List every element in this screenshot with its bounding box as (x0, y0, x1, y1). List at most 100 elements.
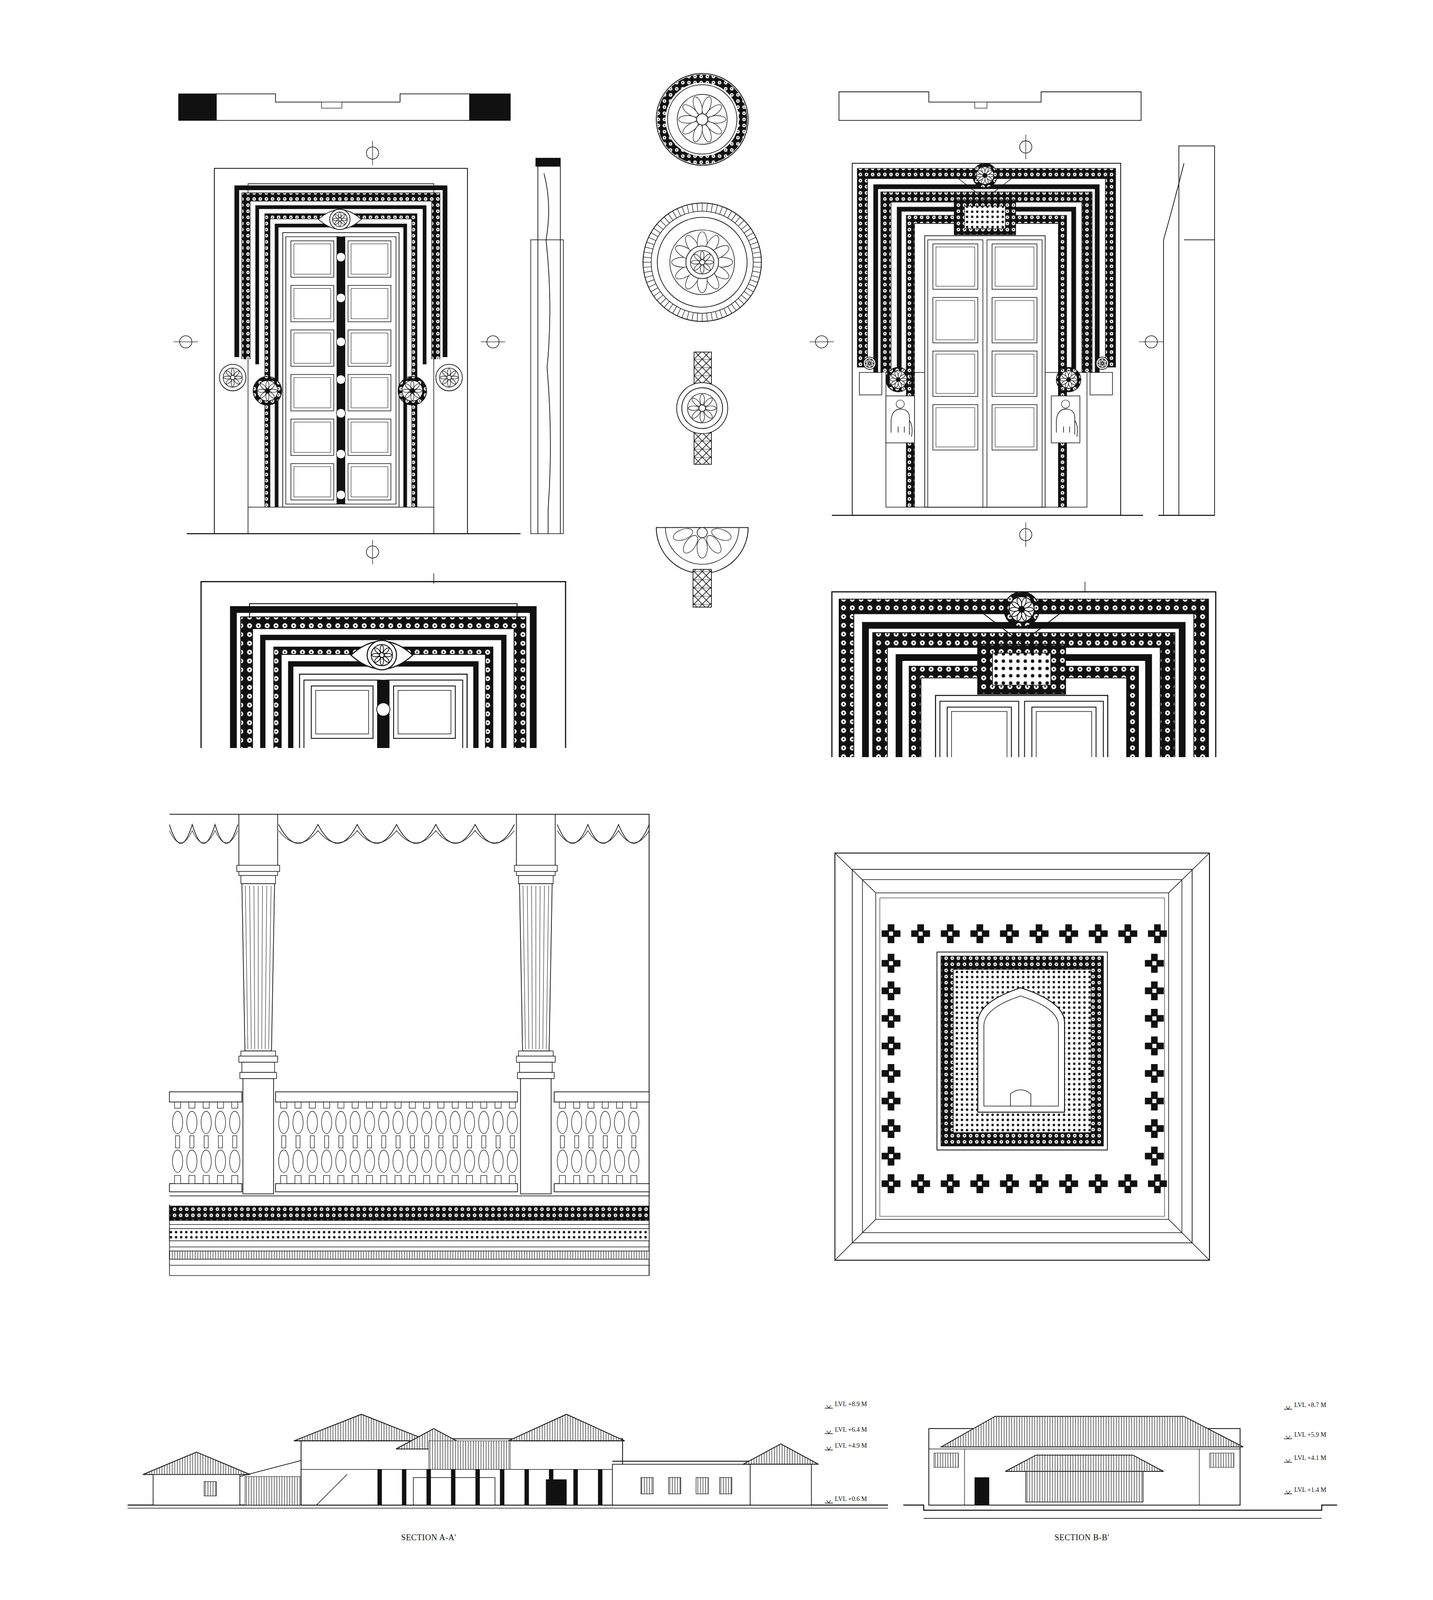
drawing-stroke (557, 824, 650, 844)
drawing-stroke (294, 1414, 429, 1441)
drawing-stroke (616, 1175, 623, 1184)
drawing-stroke (433, 573, 434, 584)
drawing-stroke (677, 94, 728, 145)
drawing-stroke (451, 1175, 458, 1184)
drawing-stroke (699, 259, 705, 265)
drawing-stroke (1163, 163, 1215, 516)
drawing-stroke (1145, 1147, 1164, 1166)
drawing-stroke (336, 293, 346, 303)
drawing-stroke (1005, 1454, 1164, 1472)
drawing-stroke (927, 239, 983, 508)
drawing-stroke (229, 1111, 240, 1134)
drawing-stroke (169, 830, 238, 843)
drawing-stroke (571, 1149, 582, 1173)
drawing-stroke (852, 869, 1193, 1243)
drawing-stroke (991, 244, 1037, 290)
drawing-stroke (367, 1135, 372, 1148)
drawing-stroke (573, 1101, 580, 1108)
drawing-stroke (202, 1101, 209, 1108)
drawing-stroke (888, 931, 894, 936)
drawing-stroke (940, 924, 960, 943)
drawing-stroke (1286, 1458, 1291, 1463)
drawing-stroke (862, 879, 1182, 1233)
drawing-stroke (935, 353, 975, 394)
drawing-stroke (964, 1448, 965, 1506)
drawing-stroke (516, 814, 518, 866)
drawing-stroke (311, 685, 374, 739)
level-label: LVL +4.9 M (835, 1442, 868, 1449)
drawing-stroke (555, 814, 556, 866)
drawing-stroke (292, 1111, 303, 1134)
drawing-stroke (1145, 1091, 1164, 1111)
drawing-stroke (741, 224, 748, 230)
drawing-stroke (186, 533, 521, 535)
drawing-stroke (451, 1101, 458, 1108)
drawing-stroke (882, 1091, 901, 1111)
drawing-stroke (1098, 362, 1102, 364)
drawing-stroke (954, 200, 1016, 235)
drawing-stroke (826, 1430, 831, 1434)
drawing-stroke (174, 1175, 181, 1184)
drawing-stroke (1286, 1435, 1291, 1439)
drawing-stroke (1199, 1448, 1200, 1506)
drawing-stroke (451, 376, 458, 380)
drawing-stroke (371, 653, 380, 657)
drawing-stroke (1025, 1471, 1143, 1502)
drawing-stroke (735, 217, 741, 224)
drawing-stroke (338, 221, 342, 227)
drawing-stroke (380, 657, 384, 665)
drawing-stroke (699, 404, 706, 412)
drawing-stroke (882, 981, 901, 1000)
drawing-stroke (888, 1099, 894, 1104)
drawing-stroke (574, 1135, 579, 1148)
drawing-stroke (440, 376, 447, 380)
drawing-stroke (509, 1101, 516, 1108)
drawing-stroke (188, 1175, 195, 1184)
drawing-stroke (351, 421, 389, 452)
drawing-stroke (288, 661, 479, 748)
drawing-stroke (216, 93, 470, 121)
drawing-stroke (201, 1111, 212, 1134)
drawing-stroke (603, 1135, 608, 1148)
drawing-stroke (466, 1101, 473, 1108)
drawing-stroke (735, 301, 741, 308)
drawing-stroke (935, 695, 1108, 758)
drawing-stroke (410, 388, 415, 394)
drawing-stroke (557, 1149, 568, 1173)
drawing-stroke (309, 1101, 316, 1108)
drawing-stroke (535, 158, 561, 167)
drawing-stroke (868, 362, 871, 364)
drawing-stroke (970, 1174, 989, 1193)
drawing-stroke (752, 251, 761, 254)
drawing-stroke (640, 1477, 654, 1495)
drawing-stroke (1152, 1071, 1157, 1076)
drawing-stroke (738, 298, 745, 305)
drawing-stroke (275, 1183, 518, 1192)
drawing-stroke (371, 644, 393, 666)
drawing-stroke (643, 257, 652, 259)
drawing-stroke (923, 1517, 1322, 1519)
drawing-stroke (700, 251, 705, 260)
drawing-stroke (586, 1149, 597, 1173)
drawing-stroke (278, 830, 515, 843)
drawing-stroke (275, 223, 407, 508)
drawing-stroke (238, 871, 278, 876)
drawing-stroke (1089, 924, 1108, 943)
drawing-stroke (839, 91, 1142, 121)
drawing-stroke (650, 287, 659, 292)
drawing-stroke (1097, 358, 1107, 368)
drawing-stroke (687, 393, 717, 423)
drawing-stroke (218, 1135, 223, 1148)
drawing-stroke (276, 225, 405, 507)
drawing-stroke (676, 382, 728, 434)
drawing-stroke (656, 73, 748, 166)
drawing-stroke (436, 1111, 447, 1134)
drawing-stroke (1000, 924, 1019, 943)
drawing-stroke (643, 266, 652, 268)
drawing-stroke (1152, 1099, 1157, 1104)
drawing-stroke (653, 228, 661, 234)
drawing-stroke (742, 1443, 819, 1465)
drawing-stroke (337, 236, 346, 504)
drawing-stroke (280, 1175, 287, 1184)
drawing-stroke (940, 955, 1104, 1146)
